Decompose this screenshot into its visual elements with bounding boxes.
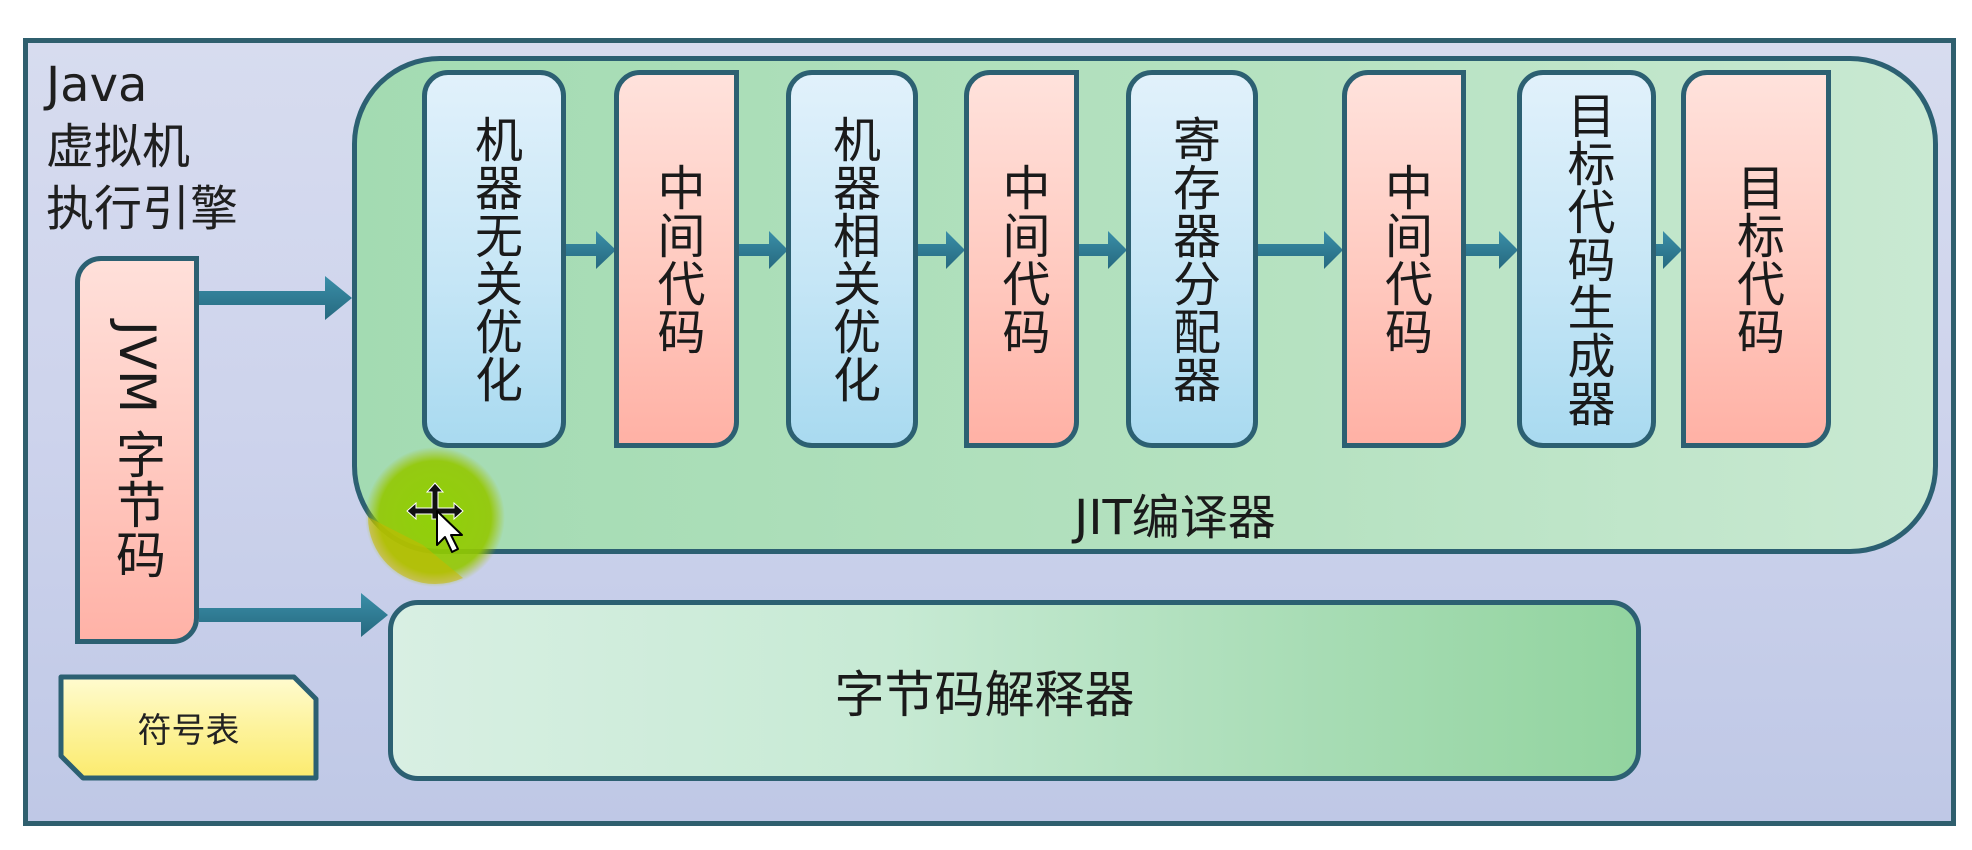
symbol-table-box: 符号表 (56, 672, 321, 783)
arrow-icon (566, 231, 616, 269)
stage-label: 机器无关优化 (466, 115, 522, 403)
stage-label: 机器相关优化 (824, 115, 880, 403)
stage-label: 中间代码 (648, 163, 705, 355)
stage-label: 目标代码 (1728, 163, 1784, 355)
symbol-table-label: 符号表 (137, 711, 240, 751)
engine-title: Java 虚拟机执行引擎 (46, 54, 336, 240)
stage-intermediate-code-3: 中间代码 (1342, 70, 1466, 448)
stage-label: 中间代码 (1376, 163, 1432, 355)
stage-register-allocator: 寄存器分配器 (1126, 70, 1258, 448)
stage-machine-dependent-optimization: 机器相关优化 (786, 70, 918, 448)
stage-target-code-generator: 目标代码生成器 (1517, 70, 1656, 448)
engine-title-line: Java (46, 57, 148, 113)
stage-target-code: 目标代码 (1681, 70, 1831, 448)
stage-machine-independent-optimization: 机器无关优化 (422, 70, 566, 448)
jvm-bytecode-label: JVM 字节码 (108, 321, 166, 579)
stage-intermediate-code-1: 中间代码 (614, 70, 739, 448)
arrow-icon (1258, 231, 1343, 269)
jvm-bytecode-box: JVM 字节码 (75, 256, 199, 644)
arrow-icon (739, 231, 788, 269)
bytecode-interpreter-box: 字节码解释器 (388, 600, 1641, 781)
arrow-icon (199, 276, 352, 320)
engine-title-line: 虚拟机 (46, 119, 191, 175)
jit-compiler-label: JIT编译器 (1074, 490, 1276, 546)
engine-title-line: 执行引擎 (46, 181, 239, 237)
arrow-icon (1656, 231, 1682, 269)
arrow-icon (199, 593, 388, 637)
stage-intermediate-code-2: 中间代码 (964, 70, 1079, 448)
symbol-table-shape (58, 674, 319, 781)
stage-label: 寄存器分配器 (1164, 115, 1220, 403)
stage-label: 中间代码 (993, 163, 1050, 355)
arrow-icon (1079, 231, 1127, 269)
stage-label: 目标代码生成器 (1558, 91, 1615, 427)
bytecode-interpreter-label: 字节码解释器 (834, 665, 1135, 724)
arrow-icon (1466, 231, 1518, 269)
arrow-icon (918, 231, 965, 269)
